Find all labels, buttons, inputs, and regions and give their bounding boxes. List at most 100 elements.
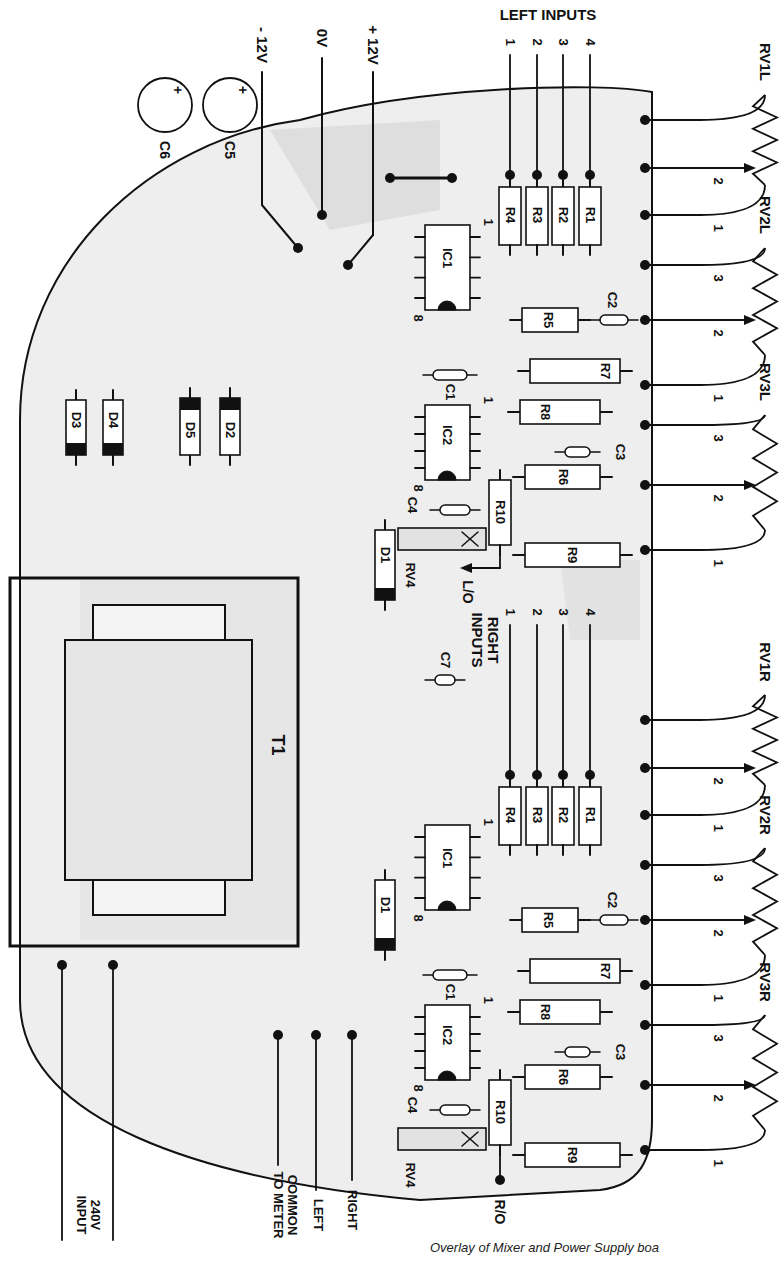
solder-pad — [293, 243, 303, 253]
trace-line — [650, 319, 746, 321]
trace-line — [589, 845, 591, 855]
component-label: 3 — [711, 274, 725, 281]
component-label: - 12V — [254, 27, 270, 63]
trace-line — [562, 55, 564, 175]
diode-band — [66, 443, 86, 455]
resistor-symbol — [579, 787, 601, 845]
wiper-arrow — [744, 915, 756, 925]
trace-line — [513, 554, 525, 556]
diode-symbol — [66, 400, 86, 455]
capacitor-symbol — [440, 505, 470, 515]
component-label: D5 — [183, 422, 197, 439]
trace-line — [470, 433, 480, 435]
capacitor-symbol — [600, 915, 628, 925]
resistor-symbol — [525, 465, 600, 489]
trace-line — [509, 175, 511, 187]
component-label: R3 — [530, 807, 544, 824]
component-label: 2 — [711, 777, 725, 784]
trace-line — [562, 175, 564, 187]
trace-line — [415, 297, 425, 299]
component-label: L/O — [461, 580, 476, 603]
component-label: C5 — [223, 141, 238, 159]
component-label: 1 — [711, 1159, 725, 1166]
solder-pad — [640, 1080, 650, 1090]
trace-line — [229, 455, 231, 465]
component-label: RIGHT — [345, 1190, 359, 1230]
trace-line — [589, 775, 591, 787]
trace-line — [589, 625, 591, 775]
trace-line — [384, 870, 386, 880]
component-label: RV1R — [757, 642, 773, 682]
electrolytic-capacitor — [203, 78, 257, 132]
trace-line — [509, 245, 511, 255]
trace-line — [510, 319, 522, 321]
trace-line — [589, 175, 591, 187]
component-label: 3 — [556, 608, 570, 615]
solder-pad — [640, 163, 650, 173]
component-label: C7 — [438, 652, 452, 669]
component-label: D4 — [106, 412, 120, 429]
trace-line — [620, 554, 632, 556]
trace-line — [578, 919, 590, 921]
capacitor-symbol — [435, 675, 455, 685]
trace-path — [645, 355, 765, 385]
trace-line — [470, 877, 480, 879]
trace-line — [513, 1154, 525, 1156]
component-label: R8 — [538, 1004, 552, 1021]
component-label: C1 — [443, 984, 457, 1001]
component-label: 1 — [481, 396, 495, 403]
trace-path — [645, 530, 765, 550]
potentiometer-symbol — [753, 95, 777, 185]
component-label: R5 — [541, 912, 555, 929]
solder-pad — [640, 763, 650, 773]
component-label: COMMON TO METER — [271, 1168, 298, 1243]
trace-line — [536, 55, 538, 175]
ic-notch — [438, 471, 456, 480]
resistor-symbol — [520, 1000, 600, 1024]
trace-path — [645, 695, 765, 720]
trace-line — [390, 177, 452, 180]
trace-line — [415, 1050, 425, 1052]
trace-line — [589, 245, 591, 255]
solder-pad — [343, 260, 353, 270]
trace-line — [112, 455, 114, 465]
resistor-symbol — [579, 187, 601, 245]
trace-line — [509, 625, 511, 775]
trace-line — [536, 245, 538, 255]
trace-line — [499, 1145, 501, 1155]
component-label: LEFT INPUTS — [500, 7, 597, 23]
trace-line — [75, 455, 77, 465]
trace-line — [351, 1035, 353, 1180]
trace-line — [415, 836, 425, 838]
trace-line — [470, 836, 480, 838]
component-label: R1 — [583, 807, 597, 824]
component-label: 2 — [711, 929, 725, 936]
trace-line — [415, 1033, 425, 1035]
wiper-arrow — [744, 315, 756, 325]
trace-line — [112, 965, 114, 1240]
trace-line — [509, 55, 511, 175]
figure-caption: Overlay of Mixer and Power Supply boa — [430, 1240, 659, 1255]
trace-line — [509, 845, 511, 855]
trace-line — [415, 433, 425, 435]
trace-line — [650, 484, 746, 486]
resistor-symbol — [552, 187, 574, 245]
component-label: RV3R — [757, 962, 773, 1002]
trace-line — [348, 235, 373, 265]
resistor-symbol — [526, 187, 548, 245]
trace-line — [536, 625, 538, 775]
capacitor-symbol — [600, 315, 628, 325]
capacitor-symbol — [565, 1047, 590, 1057]
trace-line — [536, 775, 538, 787]
component-label: 1 — [711, 394, 725, 401]
trace-line — [470, 416, 480, 418]
trace-line — [415, 856, 425, 858]
trace-line — [415, 416, 425, 418]
wiper-arrow — [744, 1080, 756, 1090]
component-label: 8 — [411, 914, 425, 921]
trace-line — [462, 1132, 478, 1146]
trace-line — [470, 256, 480, 258]
component-label: 1 — [503, 608, 517, 615]
component-label: 8 — [411, 1084, 425, 1091]
